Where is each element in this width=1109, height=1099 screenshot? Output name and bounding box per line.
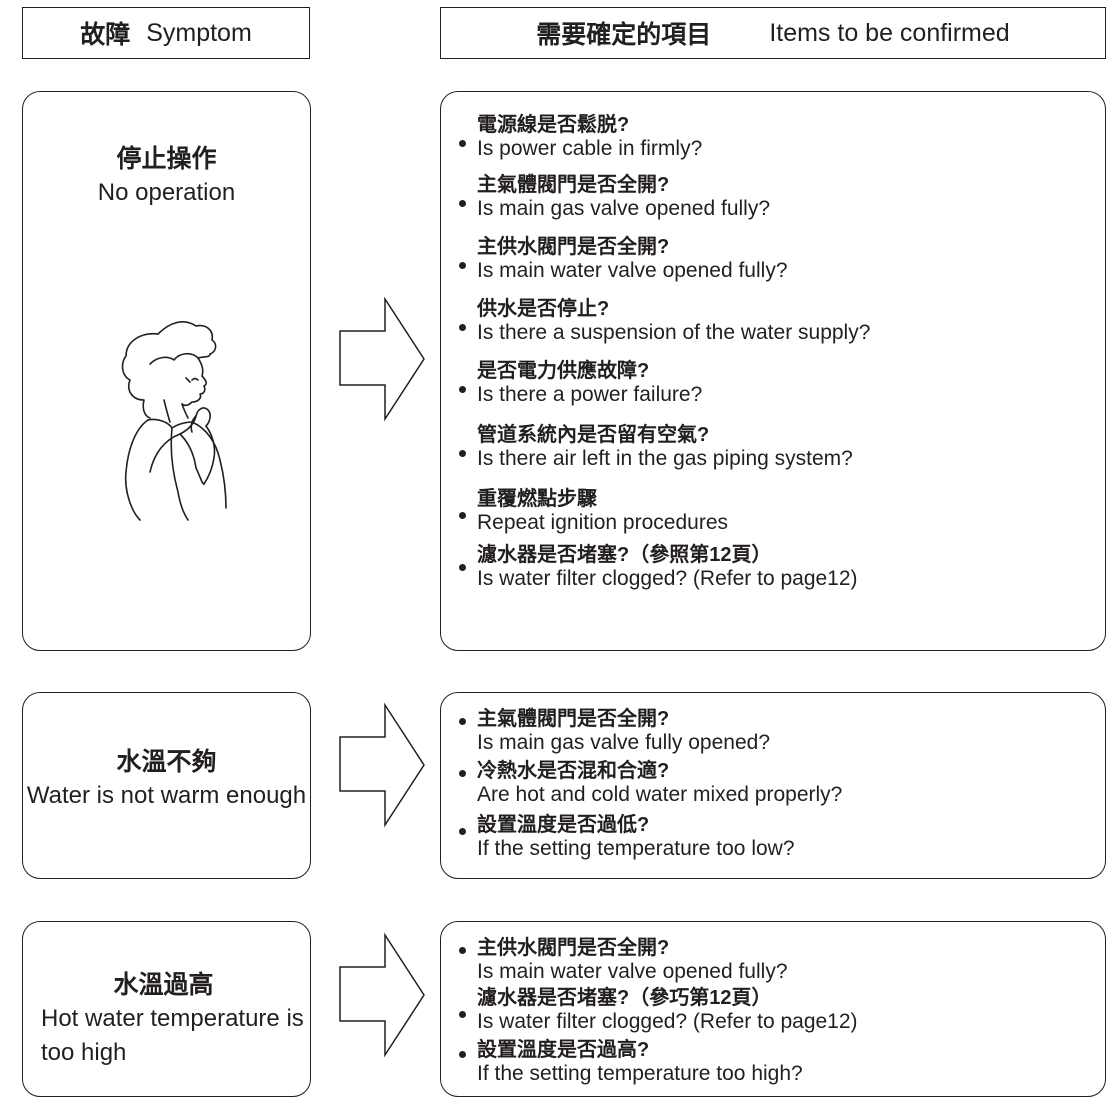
- symptom-header-en: Symptom: [146, 18, 252, 47]
- arrow-no-operation: [339, 296, 425, 422]
- symptom-box-not-warm: 水溫不夠 Water is not warm enough: [22, 692, 311, 879]
- symptom-title-en-line1: Hot water temperature is: [41, 1005, 304, 1032]
- check-item: 管道系統內是否留有空氣? Is there air left in the ga…: [459, 424, 1099, 488]
- items-column-header: 需要確定的項目 Items to be confirmed: [440, 7, 1106, 59]
- thinking-woman-illustration: [121, 321, 227, 521]
- symptom-title-en: Water is not warm enough: [26, 782, 307, 809]
- symptom-title-zh: 停止操作: [116, 145, 217, 173]
- items-box-no-operation: 電源線是否鬆脱? Is power cable in firmly? 主氣體閥門…: [440, 91, 1106, 651]
- check-item: 設置溫度是否過高? If the setting temperature too…: [459, 1039, 1099, 1091]
- check-item: 是否電力供應故障? Is there a power failure?: [459, 360, 1099, 424]
- check-item: 濾水器是否堵塞?（參照第12頁） Is water filter clogged…: [459, 544, 1099, 604]
- check-item: 主供水閥門是否全開? Is main water valve opened fu…: [459, 236, 1099, 298]
- items-header-zh: 需要確定的項目: [536, 21, 712, 49]
- items-box-too-hot: 主供水閥門是否全開? Is main water valve opened fu…: [440, 921, 1106, 1097]
- arrow-not-warm: [339, 702, 425, 828]
- bullet: [459, 512, 466, 519]
- bullet: [459, 386, 466, 393]
- check-item: 供水是否停止? Is there a suspension of the wat…: [459, 298, 1099, 360]
- check-item: 主氣體閥門是否全開? Is main gas valve fully opene…: [459, 708, 1099, 760]
- symptom-header-zh: 故障: [80, 21, 131, 49]
- items-header-en: Items to be confirmed: [769, 18, 1010, 47]
- bullet: [459, 450, 466, 457]
- bullet: [459, 324, 466, 331]
- check-item: 主氣體閥門是否全開? Is main gas valve opened full…: [459, 174, 1099, 236]
- bullet: [459, 947, 466, 954]
- bullet: [459, 1011, 466, 1018]
- check-item: 冷熱水是否混和合適? Are hot and cold water mixed …: [459, 760, 1099, 814]
- check-item: 電源線是否鬆脱? Is power cable in firmly?: [459, 114, 1099, 174]
- check-item: 重覆燃點步驟 Repeat ignition procedures: [459, 488, 1099, 544]
- symptom-box-no-operation: 停止操作 No operation: [22, 91, 311, 651]
- items-box-not-warm: 主氣體閥門是否全開? Is main gas valve fully opene…: [440, 692, 1106, 879]
- check-item: 濾水器是否堵塞?（參巧第12頁） Is water filter clogged…: [459, 987, 1099, 1039]
- bullet: [459, 770, 466, 777]
- symptom-box-too-hot: 水溫過高 Hot water temperature is too high: [22, 921, 311, 1097]
- bullet: [459, 200, 466, 207]
- check-item: 設置溫度是否過低? If the setting temperature too…: [459, 814, 1099, 868]
- bullet: [459, 828, 466, 835]
- bullet: [459, 564, 466, 571]
- bullet: [459, 262, 466, 269]
- bullet: [459, 1051, 466, 1058]
- symptom-title-en: No operation: [97, 179, 236, 206]
- bullet: [459, 140, 466, 147]
- bullet: [459, 718, 466, 725]
- check-item: 主供水閥門是否全開? Is main water valve opened fu…: [459, 937, 1099, 987]
- symptom-title-en-line2: too high: [41, 1039, 127, 1066]
- symptom-title-zh: 水溫不夠: [116, 748, 217, 776]
- arrow-too-hot: [339, 932, 425, 1058]
- symptom-title-zh: 水溫過高: [113, 971, 214, 999]
- symptom-column-header: 故障 Symptom: [22, 7, 310, 59]
